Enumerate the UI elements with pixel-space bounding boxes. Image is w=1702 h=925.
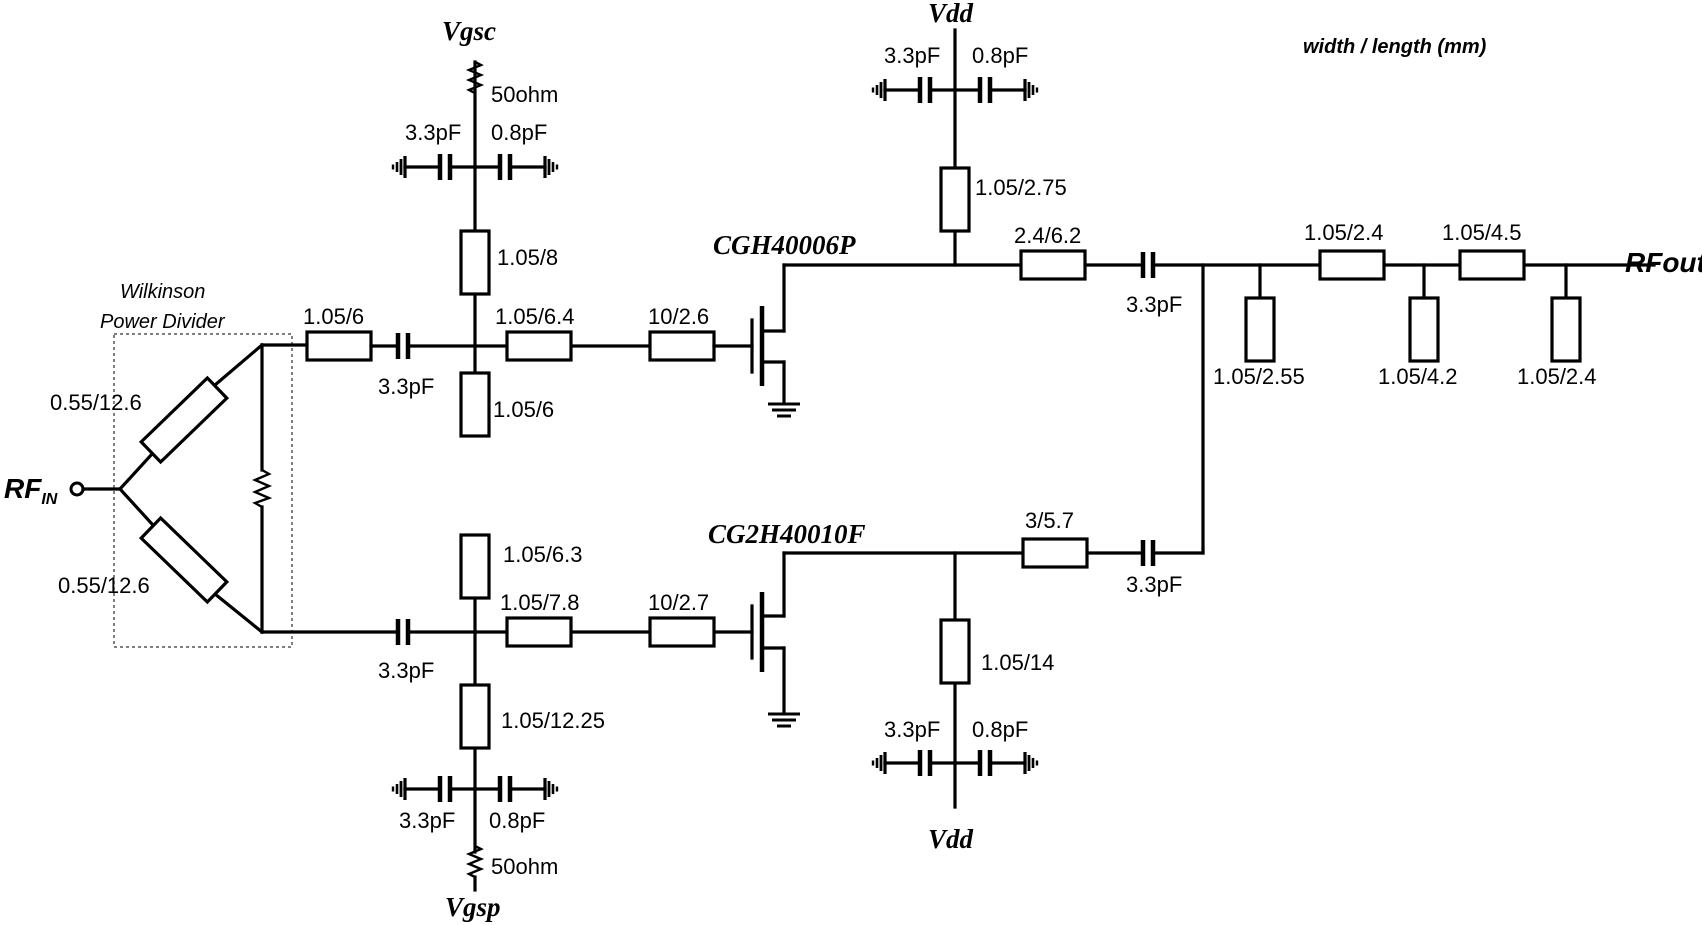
line-out-series-a-label: 1.05/2.4 [1304, 220, 1384, 245]
line-top-out [1019, 249, 1087, 281]
line-bot-series-a-label: 1.05/7.8 [500, 590, 580, 615]
line-out-stub-b [1408, 296, 1440, 363]
wilkinson-divider: Wilkinson Power Divider 0.55/12.6 0.55/1… [50, 281, 293, 648]
vgsc-label: Vgsc [442, 16, 496, 46]
line-top-in [305, 330, 373, 362]
cap-in-top-label: 3.3pF [378, 374, 434, 399]
cap-out-top-label: 3.3pF [1126, 292, 1182, 317]
peaking-device-label: CG2H40010F [708, 519, 866, 549]
line-top-gate-stub-lower [459, 371, 491, 438]
line-out-stub-c [1550, 296, 1582, 363]
line-bot-series-b-label: 10/2.7 [648, 590, 709, 615]
line-bot-drain-bias-label: 1.05/14 [981, 650, 1054, 675]
isolation-resistor [251, 468, 273, 509]
line-top-series-b-label: 10/2.6 [648, 304, 709, 329]
divider-arm-upper [138, 375, 230, 465]
line-top-in-label: 1.05/6 [303, 304, 364, 329]
line-out-stub-a-label: 1.05/2.55 [1213, 364, 1305, 389]
line-bot-gate-stub-upper-label: 1.05/6.3 [503, 542, 583, 567]
line-out-stub-b-label: 1.05/4.2 [1378, 364, 1458, 389]
cap-out-bot-label: 3.3pF [1126, 572, 1182, 597]
line-out-series-b [1458, 249, 1526, 281]
line-top-series-a [505, 330, 573, 362]
rf-in-terminal [69, 481, 85, 497]
line-out-series-a [1318, 249, 1386, 281]
line-bot-gate-bias [459, 683, 491, 750]
rf-out-label: RFout [1625, 247, 1702, 278]
line-top-out-label: 2.4/6.2 [1014, 223, 1081, 248]
carrier-input-network [260, 60, 754, 438]
cap-in-bot-label: 3.3pF [378, 658, 434, 683]
vdd-bottom-label: Vdd [928, 824, 974, 854]
line-top-drain-bias-label: 1.05/2.75 [975, 175, 1067, 200]
gate-resistor-bottom-label: 50ohm [491, 854, 558, 879]
divider-arm-lower-label: 0.55/12.6 [58, 573, 150, 598]
line-top-gate-stub-upper-label: 1.05/8 [497, 245, 558, 270]
peaking-input-network [260, 533, 754, 892]
rf-in-label: RFIN [4, 473, 58, 508]
line-bot-gate-bias-label: 1.05/12.25 [501, 708, 605, 733]
divider-arm-lower [138, 515, 230, 605]
cap-drain-top-b: 0.8pF [972, 43, 1028, 68]
gate-resistor-top [465, 60, 485, 95]
carrier-transistor [750, 263, 800, 418]
line-bot-out [1021, 537, 1089, 569]
line-bot-out-label: 3/5.7 [1025, 508, 1074, 533]
line-top-gate-stub-lower-label: 1.05/6 [493, 397, 554, 422]
vgsp-label: Vgsp [445, 892, 501, 922]
cap-gate-top-b: 0.8pF [491, 120, 547, 145]
cap-drain-top-a: 3.3pF [884, 43, 940, 68]
cap-drain-bot-b: 0.8pF [972, 717, 1028, 742]
divider-label-2: Power Divider [100, 311, 226, 333]
divider-label-1: Wilkinson [120, 281, 205, 303]
gate-resistor-top-label: 50ohm [491, 82, 558, 107]
cap-gate-bot-b: 0.8pF [489, 808, 545, 833]
line-top-series-b [648, 330, 716, 362]
line-top-drain-bias [939, 166, 971, 233]
peaking-output-network [782, 537, 1205, 809]
divider-arm-upper-label: 0.55/12.6 [50, 390, 142, 415]
carrier-output-network [782, 28, 1656, 281]
line-top-series-a-label: 1.05/6.4 [495, 304, 575, 329]
line-out-stub-a [1244, 296, 1276, 363]
cap-gate-top-a: 3.3pF [405, 120, 461, 145]
line-top-gate-stub-upper [459, 229, 491, 296]
carrier-device-label: CGH40006P [713, 230, 856, 260]
line-bot-gate-stub-upper [459, 533, 491, 600]
line-bot-series-a [505, 616, 573, 648]
line-bot-series-b [648, 616, 716, 648]
units-note: width / length (mm) [1303, 36, 1487, 58]
line-bot-drain-bias [939, 618, 971, 685]
cap-drain-bot-a: 3.3pF [884, 717, 940, 742]
cap-gate-bot-a: 3.3pF [399, 808, 455, 833]
vdd-top-label: Vdd [928, 0, 974, 28]
peaking-transistor [750, 551, 800, 728]
output-matching-network [1201, 249, 1582, 551]
gate-resistor-bottom [465, 844, 485, 879]
line-out-stub-c-label: 1.05/2.4 [1517, 364, 1597, 389]
line-out-series-b-label: 1.05/4.5 [1442, 220, 1522, 245]
